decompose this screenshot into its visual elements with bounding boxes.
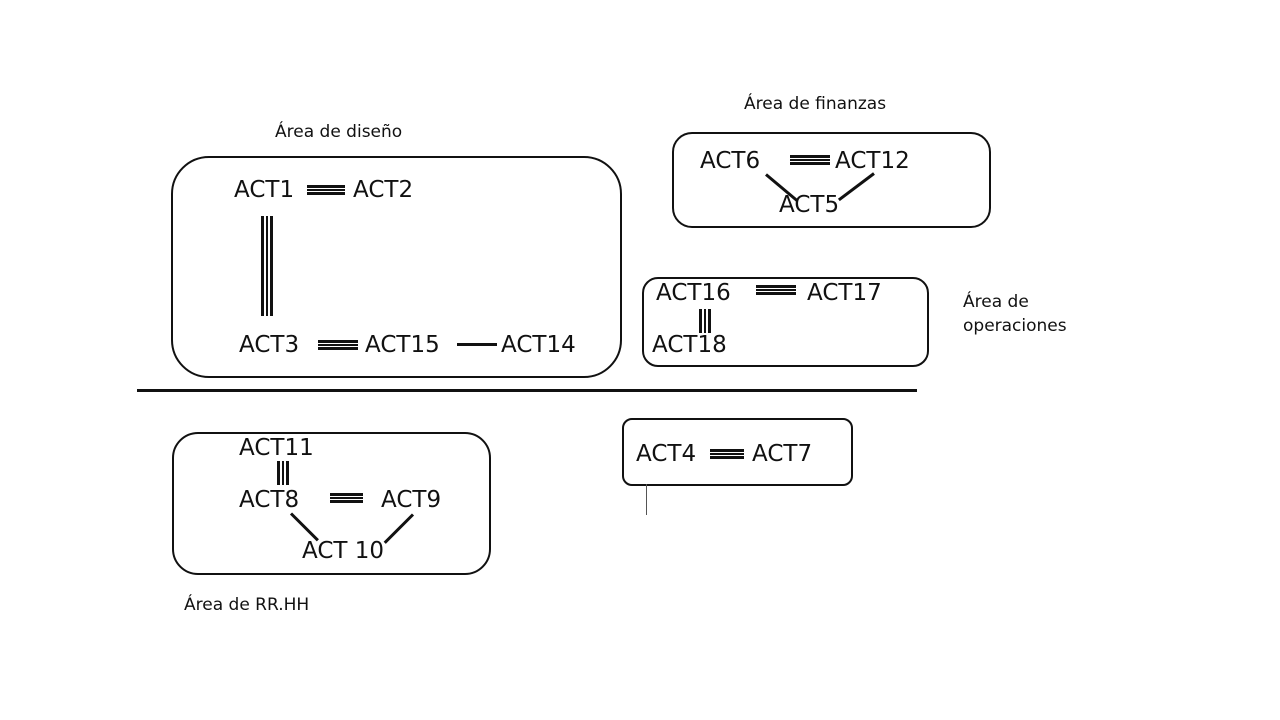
node-act12: ACT12 [835,148,910,174]
link-act3-act15 [318,340,358,350]
node-act3: ACT3 [239,332,300,358]
area-rrhh-box [172,432,491,575]
link-act8-act9 [330,493,363,503]
node-act8: ACT8 [239,487,300,513]
area-finanzas-box [672,132,991,228]
act4-tail-line [646,484,647,515]
node-act2: ACT2 [353,177,414,203]
node-act15: ACT15 [365,332,440,358]
link-act16-act17 [756,285,796,295]
act4-act7-box [622,418,853,486]
node-act9: ACT9 [381,487,442,513]
node-act17: ACT17 [807,280,882,306]
link-act1-act3 [261,216,273,316]
node-act16: ACT16 [656,280,731,306]
link-act15-act14 [457,343,497,346]
node-act5: ACT5 [779,192,840,218]
node-act11: ACT11 [239,435,314,461]
link-act16-act18 [699,309,711,333]
link-act1-act2 [307,185,345,195]
link-act6-act12 [790,155,830,165]
link-act4-act7 [710,449,744,459]
area-diseno-box [171,156,622,378]
area-operaciones-label-line1: Área de [963,292,1029,312]
area-rrhh-label: Área de RR.HH [184,595,310,615]
area-diseno-label: Área de diseño [275,122,403,142]
node-act18: ACT18 [652,332,727,358]
area-operaciones-label-line2: operaciones [963,316,1067,336]
node-act4: ACT4 [636,441,697,467]
node-act6: ACT6 [700,148,761,174]
link-act11-act8 [277,461,289,485]
node-act1: ACT1 [234,177,295,203]
node-act10: ACT 10 [302,538,385,564]
node-act14: ACT14 [501,332,576,358]
node-act7: ACT7 [752,441,813,467]
area-finanzas-label: Área de finanzas [744,94,887,114]
horizontal-divider [137,389,917,392]
